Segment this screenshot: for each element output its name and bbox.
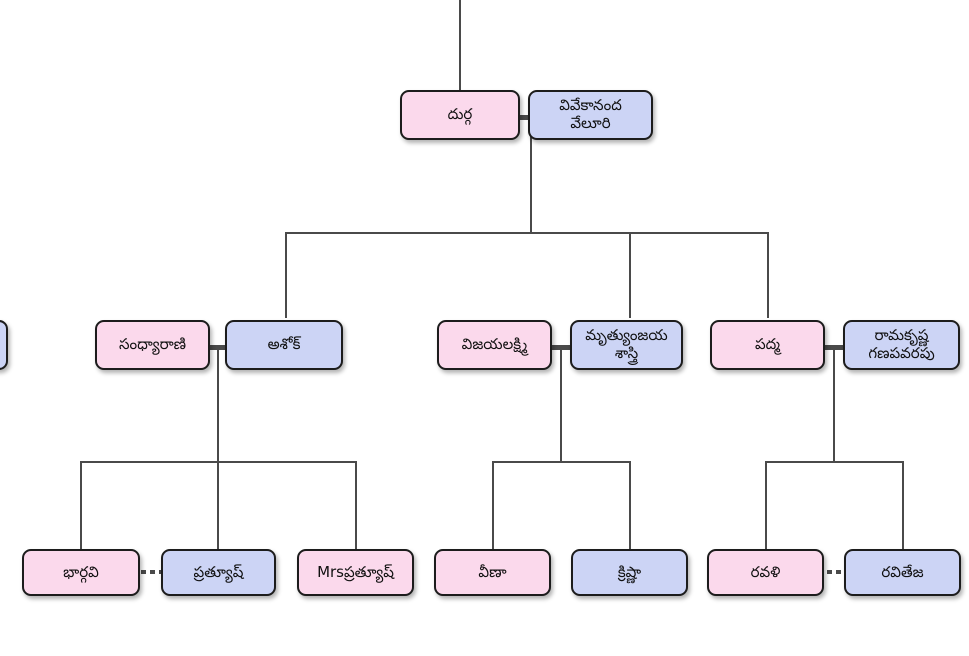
- person-label-durga: దుర్గ: [447, 105, 473, 124]
- connector-child-veena: [492, 461, 494, 549]
- person-label-bhargavi: భార్గవి: [63, 562, 99, 581]
- person-label-veena: వీణా: [478, 562, 507, 581]
- person-node-vivekananda-veluri[interactable]: వివేకానంద వేలూరి: [528, 90, 653, 140]
- connector-child-mrs-pratyush: [355, 461, 357, 549]
- person-node-bhargavi[interactable]: భార్గవి: [22, 549, 140, 596]
- connector-child-raviteja: [902, 461, 904, 549]
- connector-child-pratyush: [217, 461, 219, 549]
- person-label-raviteja: రవితేజ: [881, 562, 924, 581]
- connector-gen1-drop: [530, 115, 532, 232]
- marriage-connector-ravali-raviteja: [827, 570, 847, 574]
- person-node-sandhyarani[interactable]: సంధ్యారాణి: [95, 320, 210, 370]
- person-label-sandhyarani: సంధ్యారాణి: [118, 335, 187, 354]
- person-label-vijayalakshmi: విజయలక్ష్మి: [461, 335, 528, 354]
- connector-child-krishna: [629, 461, 631, 549]
- connector-root-stem: [459, 0, 461, 92]
- connector-couple2-drop: [560, 345, 562, 461]
- person-label-ramakrishna-ganapavarapu: రామకృష్ణ గణపవరపు: [868, 326, 935, 362]
- person-label-krishna: క్రిష్ణా: [617, 562, 642, 581]
- connector-gen2-drop-mrutyunjaya: [629, 232, 631, 318]
- sibling-bus-family3: [765, 461, 904, 463]
- person-node-raviteja[interactable]: రవితేజ: [844, 549, 961, 596]
- person-node-vijayalakshmi[interactable]: విజయలక్ష్మి: [437, 320, 552, 370]
- sibling-bus-gen2: [285, 232, 769, 234]
- person-node-mrutyunjaya-sastri[interactable]: మృత్యుంజయ శాస్త్రి: [570, 320, 683, 370]
- person-label-vivekananda-veluri: వివేకానంద వేలూరి: [559, 96, 622, 132]
- person-node-clipped-left[interactable]: [0, 320, 8, 370]
- person-label-pratyush: ప్రత్యూష్: [193, 562, 244, 581]
- connector-child-bhargavi: [80, 461, 82, 549]
- person-node-ashok[interactable]: అశోక్: [225, 320, 343, 370]
- person-node-durga[interactable]: దుర్గ: [400, 90, 520, 140]
- person-label-ravali: రవళి: [750, 562, 781, 581]
- person-node-pratyush[interactable]: ప్రత్యూష్: [161, 549, 276, 596]
- connector-child-ravali: [765, 461, 767, 549]
- sibling-bus-family2: [492, 461, 631, 463]
- person-node-veena[interactable]: వీణా: [434, 549, 551, 596]
- person-node-ramakrishna-ganapavarapu[interactable]: రామకృష్ణ గణపవరపు: [843, 320, 960, 370]
- person-node-ravali[interactable]: రవళి: [707, 549, 824, 596]
- person-node-krishna[interactable]: క్రిష్ణా: [571, 549, 688, 596]
- marriage-connector-bhargavi-spouse: [141, 570, 161, 574]
- person-label-padma: పద్మ: [754, 335, 781, 354]
- person-node-mrs-pratyush[interactable]: Mrsప్రత్యూష్: [297, 549, 414, 596]
- person-label-ashok: అశోక్: [267, 335, 301, 354]
- connector-gen2-drop-ramakrishna: [767, 232, 769, 318]
- person-label-mrs-pratyush: Mrsప్రత్యూష్: [317, 562, 394, 581]
- connector-gen2-drop-ashok: [285, 232, 287, 318]
- connector-couple3-drop: [833, 345, 835, 461]
- person-label-mrutyunjaya-sastri: మృత్యుంజయ శాస్త్రి: [585, 326, 668, 362]
- person-node-padma[interactable]: పద్మ: [710, 320, 825, 370]
- connector-couple1-drop: [217, 345, 219, 461]
